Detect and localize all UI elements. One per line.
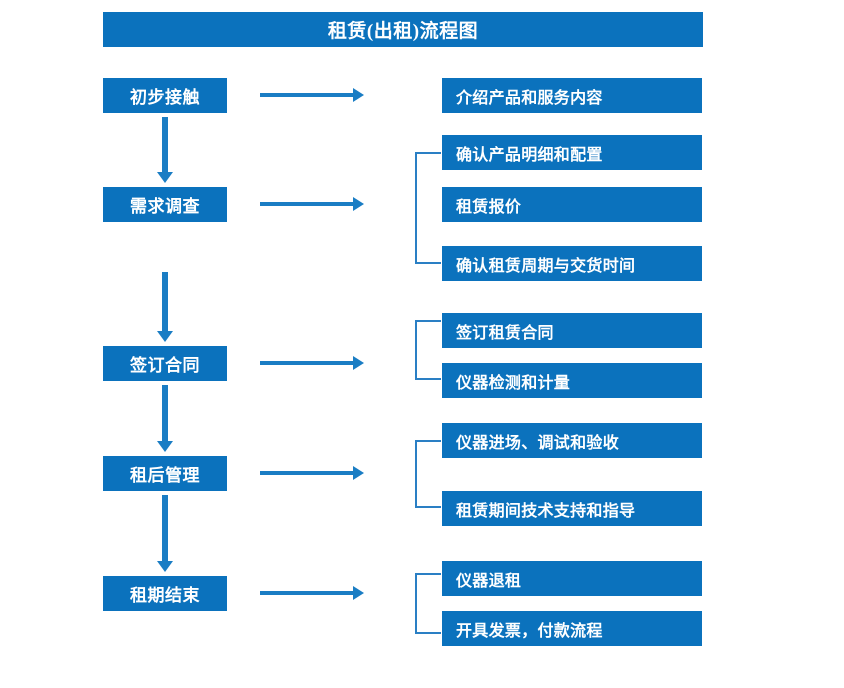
- detail-box-8[interactable]: 租赁期间技术支持和指导: [442, 491, 702, 526]
- detail-box-6[interactable]: 仪器检测和计量: [442, 363, 702, 398]
- right-arrow-icon-1: [260, 88, 364, 102]
- group-bracket-icon-2: [415, 320, 441, 380]
- detail-box-2[interactable]: 确认产品明细和配置: [442, 135, 702, 170]
- detail-box-4[interactable]: 确认租赁周期与交货时间: [442, 246, 702, 281]
- group-bracket-icon-4: [415, 573, 441, 634]
- group-bracket-icon-1: [415, 152, 441, 264]
- detail-box-7[interactable]: 仪器进场、调试和验收: [442, 423, 702, 458]
- diagram-title: 租赁(出租)流程图: [103, 12, 703, 47]
- stage-box-4[interactable]: 租后管理: [103, 456, 227, 491]
- detail-box-9[interactable]: 仪器退租: [442, 561, 702, 596]
- stage-box-1[interactable]: 初步接触: [103, 78, 227, 113]
- down-arrow-icon-2: [157, 272, 173, 342]
- down-arrow-icon-4: [157, 495, 173, 572]
- group-bracket-icon-3: [415, 440, 441, 508]
- right-arrow-icon-2: [260, 197, 364, 211]
- right-arrow-icon-3: [260, 356, 364, 370]
- right-arrow-icon-4: [260, 466, 364, 480]
- stage-box-2[interactable]: 需求调查: [103, 187, 227, 222]
- right-arrow-icon-5: [260, 586, 364, 600]
- stage-box-5[interactable]: 租期结束: [103, 576, 227, 611]
- detail-box-10[interactable]: 开具发票，付款流程: [442, 611, 702, 646]
- stage-box-3[interactable]: 签订合同: [103, 346, 227, 381]
- down-arrow-icon-3: [157, 385, 173, 452]
- down-arrow-icon-1: [157, 117, 173, 183]
- detail-box-3[interactable]: 租赁报价: [442, 187, 702, 222]
- detail-box-1[interactable]: 介绍产品和服务内容: [442, 78, 702, 113]
- detail-box-5[interactable]: 签订租赁合同: [442, 313, 702, 348]
